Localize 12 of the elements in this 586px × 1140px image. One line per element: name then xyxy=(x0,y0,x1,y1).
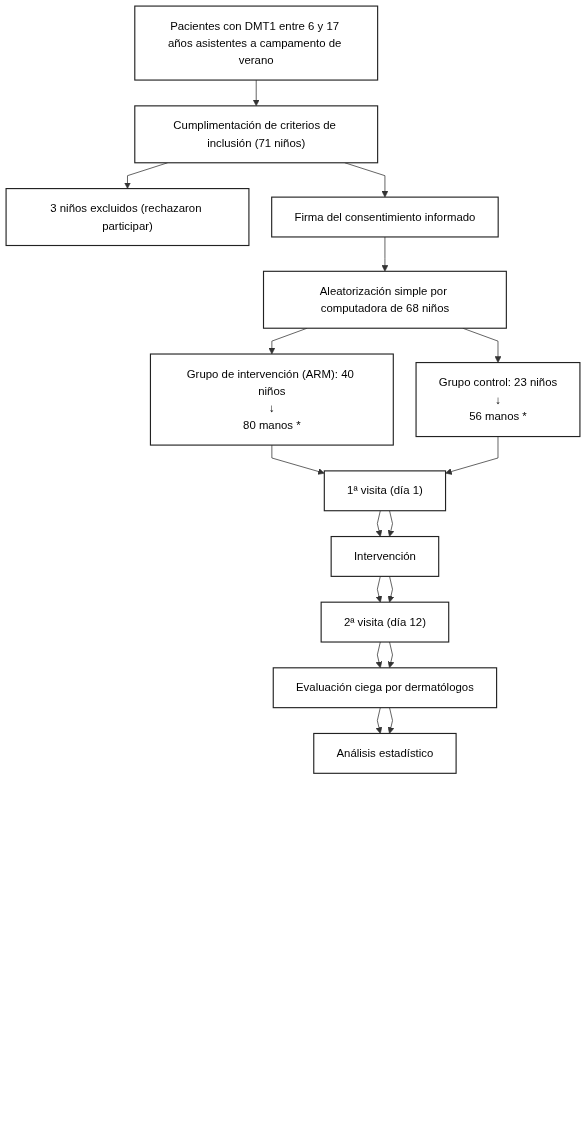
node-box: Intervención xyxy=(330,535,440,577)
node-box: Grupo control: 23 niños ↓ 56 manos * xyxy=(415,362,581,438)
node-box: 3 niños excluidos (rechazaron participar) xyxy=(5,188,250,247)
node-box: Cumplimentación de criterios de inclusión (71 niños) xyxy=(134,105,379,164)
node-box: 1ª visita (día 1) xyxy=(323,470,447,512)
node-box: Pacientes con DMT1 entre 6 y 17 años asistentes a campamento de verano xyxy=(134,5,379,81)
node-box: 2ª visita (día 12) xyxy=(320,601,450,643)
node-box: Análisis estadístico xyxy=(313,732,457,774)
node-box: Firma del consentimiento informado xyxy=(271,196,499,238)
node-box: Grupo de intervención (ARM): 40 niños ↓ 80 manos * xyxy=(149,353,394,446)
node-box: Aleatorización simple por computadora de 68 niños xyxy=(262,270,507,329)
node-box: Evaluación ciega por dermatólogos xyxy=(272,667,498,709)
